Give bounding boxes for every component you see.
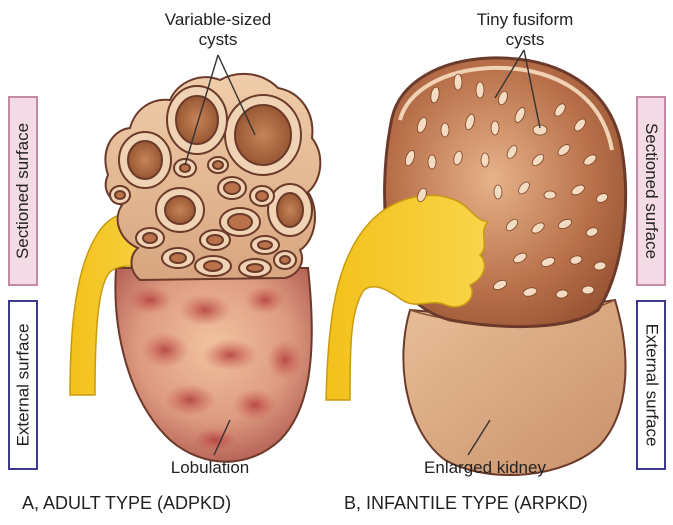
tiny-cysts-callout: Tiny fusiform cysts — [455, 10, 595, 50]
label-text: Sectioned surface — [641, 123, 661, 259]
right-sectioned-surface-label: Sectioned surface — [636, 96, 666, 286]
enlarged-kidney-callout: Enlarged kidney — [400, 458, 570, 478]
label-text: Sectioned surface — [13, 123, 33, 259]
callout-line: cysts — [143, 30, 293, 50]
variable-cysts-callout: Variable-sized cysts — [143, 10, 293, 50]
adult-cyst-cluster — [105, 74, 320, 280]
callout-line: Tiny fusiform — [455, 10, 595, 30]
label-text: External surface — [13, 324, 33, 447]
caption-text: A, ADULT TYPE (ADPKD) — [22, 493, 231, 513]
callout-line: cysts — [455, 30, 595, 50]
adult-external-surface — [115, 268, 311, 462]
caption-adult: A, ADULT TYPE (ADPKD) — [22, 493, 231, 514]
left-external-surface-label: External surface — [8, 300, 38, 470]
callout-line: Lobulation — [171, 458, 249, 477]
callout-line: Variable-sized — [143, 10, 293, 30]
label-text: External surface — [641, 324, 661, 447]
left-sectioned-surface-label: Sectioned surface — [8, 96, 38, 286]
caption-infantile: B, INFANTILE TYPE (ARPKD) — [344, 493, 588, 514]
right-external-surface-label: External surface — [636, 300, 666, 470]
callout-line: Enlarged kidney — [424, 458, 546, 477]
caption-text: B, INFANTILE TYPE (ARPKD) — [344, 493, 588, 513]
lobulation-callout: Lobulation — [130, 458, 290, 478]
